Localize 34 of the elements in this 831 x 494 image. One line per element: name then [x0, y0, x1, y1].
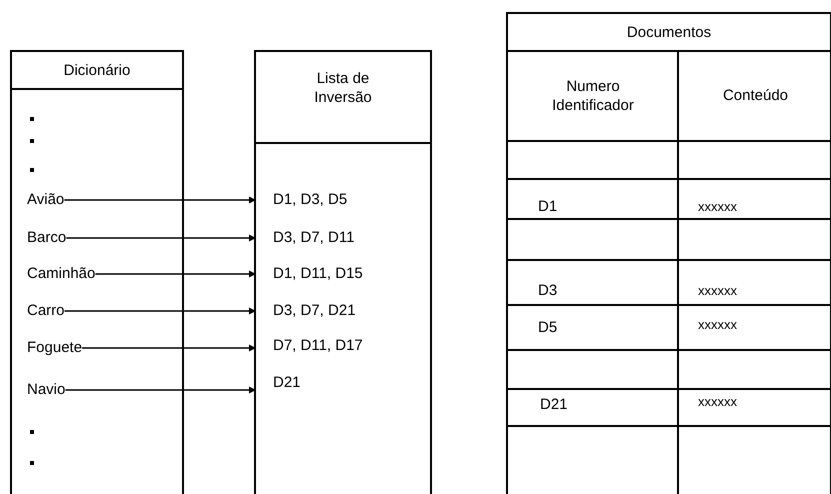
- panel-heading: Documentos: [626, 22, 712, 42]
- posting-list-text: D1, D11, D15: [256, 265, 363, 283]
- document-table: [506, 12, 831, 494]
- term-text: Caminhão: [27, 265, 96, 283]
- term-text: Avião: [27, 191, 64, 209]
- panel-heading: Lista de Inversão: [313, 68, 373, 106]
- term-text: Carro: [27, 302, 65, 320]
- term-text: Navio: [27, 381, 66, 399]
- document-id: D5: [538, 319, 558, 337]
- list-panel: [254, 50, 432, 494]
- document-content: xxxxxx: [698, 198, 737, 216]
- posting-list-text: D3, D7, D21: [256, 302, 356, 320]
- term-text: Barco: [27, 229, 66, 247]
- panel-heading: Dicionário: [62, 60, 132, 80]
- term-text: Foguete: [27, 339, 82, 357]
- posting-list-text: D7, D11, D17: [256, 337, 363, 355]
- column-header: Numero Identificador: [551, 77, 635, 115]
- document-id: D3: [538, 282, 558, 300]
- document-content: xxxxxx: [698, 393, 737, 411]
- posting-list-text: D1, D3, D5: [256, 191, 348, 209]
- arrow: [95, 270, 256, 278]
- document-content: xxxxxx: [698, 316, 737, 334]
- document-id: D21: [540, 396, 568, 414]
- arrow: [64, 196, 256, 204]
- document-id: D1: [538, 198, 558, 216]
- arrow: [66, 234, 256, 242]
- document-content: xxxxxx: [698, 282, 737, 300]
- arrow: [65, 386, 256, 394]
- arrow: [64, 308, 256, 314]
- posting-list-text: D21: [256, 374, 301, 392]
- posting-list-text: D3, D7, D11: [256, 229, 354, 247]
- arrow: [82, 344, 256, 352]
- list-panel: [10, 50, 184, 494]
- column-header: Conteúdo: [722, 86, 790, 105]
